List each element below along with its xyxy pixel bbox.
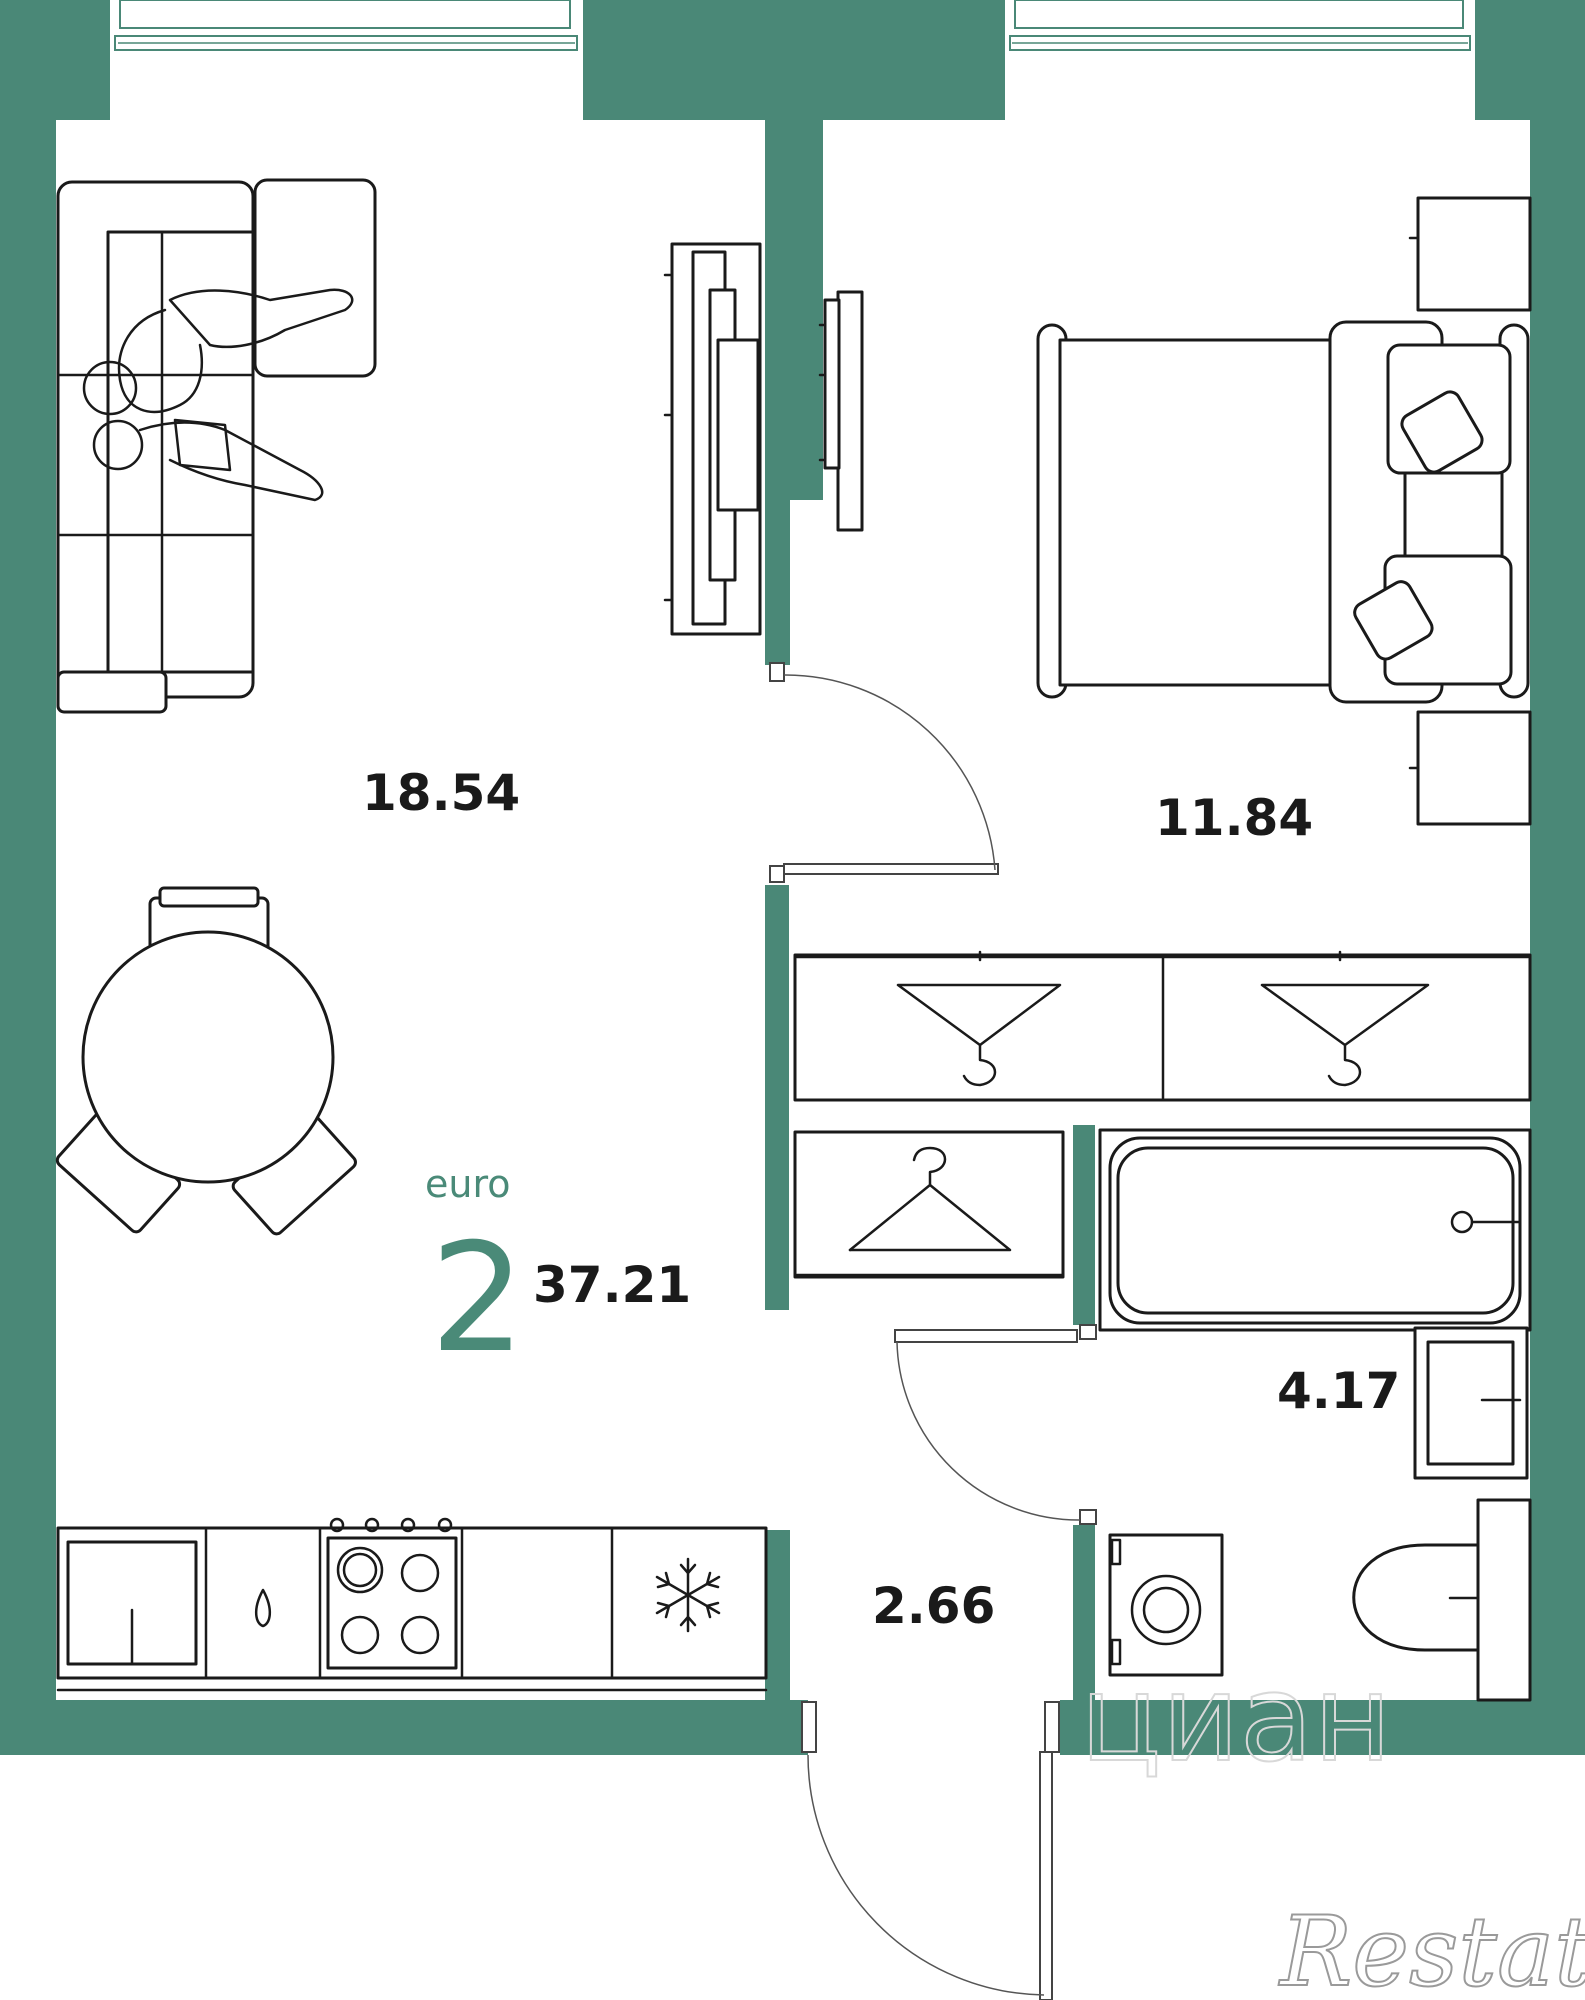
dishwasher-icon: [255, 1588, 271, 1628]
sink-icon: [66, 1540, 198, 1666]
wall-partition-upper: [765, 115, 823, 500]
wardrobe-large: [793, 950, 1532, 1102]
washing-machine-icon: [1108, 1533, 1224, 1677]
toilet-icon: [1352, 1498, 1532, 1702]
doors: [769, 662, 1097, 2000]
wardrobe-small: [793, 1130, 1065, 1279]
nightstand-bottom-icon: [1408, 710, 1532, 826]
cooktop-icon: [326, 1517, 458, 1670]
tv-bedroom-icon: [818, 290, 864, 532]
area-labels: 18.54 11.84 4.17 2.66 37.21: [362, 764, 1400, 1635]
apartment-type-label: euro: [425, 1162, 511, 1206]
hanger-icon: [896, 983, 1062, 1087]
wall-bottom-left: [0, 1700, 808, 1755]
hanger-icon: [848, 1146, 1012, 1252]
watermark-faint: циан: [1080, 1650, 1392, 1789]
area-label-hallway: 2.66: [872, 1577, 995, 1635]
area-label-bedroom: 11.84: [1155, 789, 1313, 847]
wall-top-middle: [583, 0, 1005, 120]
tv-icon: [663, 242, 762, 636]
windows: [110, 0, 1475, 118]
wall-bath-upper: [1073, 1125, 1095, 1325]
wall-kitchen-hall: [765, 1530, 790, 1755]
wall-top-right: [1475, 0, 1585, 120]
nightstand-top-icon: [1408, 196, 1532, 312]
wall-top-left: [0, 0, 110, 120]
dining-table-icon: [55, 886, 357, 1236]
rooms-count-label: 2: [430, 1212, 525, 1386]
window-left: [110, 0, 583, 118]
bath-sink-icon: [1413, 1326, 1529, 1480]
total-area-label: 37.21: [533, 1256, 691, 1314]
sofa-icon: [56, 178, 377, 714]
wall-partition-pillar: [765, 495, 790, 665]
door-bathroom: [894, 1324, 1097, 1525]
wall-left: [0, 115, 56, 1755]
bed-icon: [1036, 320, 1530, 704]
area-label-bathroom: 4.17: [1277, 1362, 1400, 1420]
wall-partition-mid: [765, 885, 789, 1310]
bathtub-icon: [1098, 1128, 1532, 1332]
wall-bottom-right: [1060, 1700, 1585, 1755]
snowflake-icon: [655, 1557, 721, 1633]
door-entrance: [801, 1701, 1060, 2000]
walls: [0, 0, 1585, 1755]
hanger-icon: [1260, 983, 1430, 1087]
area-label-living-kitchen: 18.54: [362, 764, 520, 822]
wall-right: [1530, 115, 1585, 1755]
watermark-brand: Restate: [1278, 1896, 1585, 2000]
wall-bath-lower: [1073, 1525, 1095, 1755]
door-bedroom: [769, 662, 999, 883]
window-right: [1005, 0, 1475, 118]
